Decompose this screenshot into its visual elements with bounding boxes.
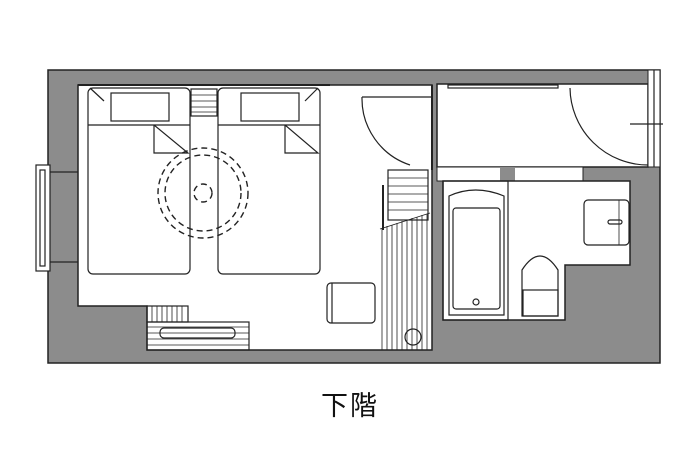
door-entrance — [447, 84, 663, 166]
nightstand — [78, 84, 330, 117]
window — [35, 164, 78, 272]
stairs — [379, 169, 431, 350]
bed-left — [87, 87, 191, 275]
door-room — [361, 85, 433, 170]
desk-shelf — [146, 305, 250, 351]
walls — [47, 69, 661, 364]
bed-right — [217, 87, 321, 275]
floor-label: 下階 — [321, 391, 379, 422]
chair — [326, 282, 376, 324]
ceiling-fan — [157, 147, 249, 239]
bathtub — [442, 180, 509, 321]
sink — [583, 199, 630, 246]
toilet — [521, 255, 559, 317]
